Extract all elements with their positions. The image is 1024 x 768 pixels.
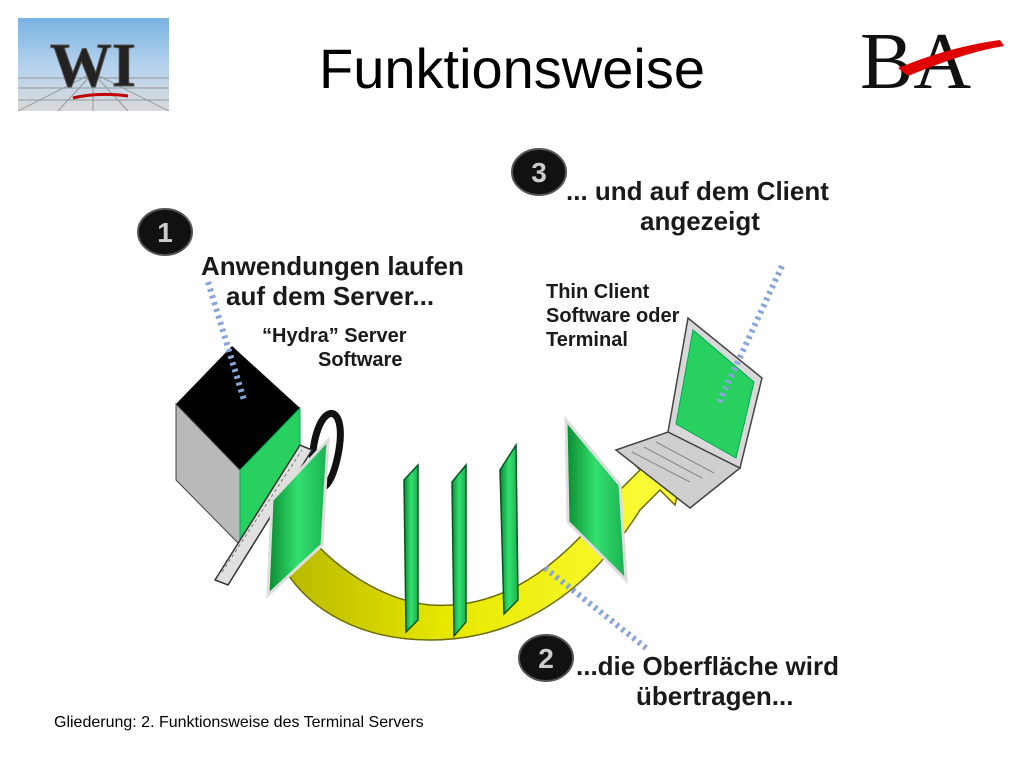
step-3-label-line2: angezeigt: [640, 206, 760, 236]
screen-panel: [451, 462, 467, 638]
step-3-badge: 3: [511, 148, 567, 196]
step-2-badge: 2: [518, 634, 574, 682]
screen-panel: [403, 463, 419, 634]
laptop-icon: [614, 316, 763, 509]
client-label-line1: Thin Client: [546, 281, 650, 303]
step-1-label-line2: auf dem Server...: [226, 281, 434, 311]
client-label-line2: Software oder: [546, 305, 680, 327]
footer-text: Gliederung: 2. Funktionsweise des Termin…: [54, 714, 424, 731]
screen-panel: [266, 435, 330, 599]
server-label-line1: “Hydra” Server: [262, 325, 407, 347]
server-label-line2: Software: [318, 349, 402, 371]
wi-logo-text: WI: [50, 32, 136, 100]
step-2-label-line1: ...die Oberfläche wird: [576, 651, 839, 681]
step-2-number: 2: [538, 643, 554, 674]
server-icon: [175, 346, 344, 586]
leader-line: [543, 565, 648, 651]
step-1-badge: 1: [137, 208, 193, 256]
step-3-label-line1: ... und auf dem Client: [566, 176, 829, 206]
screen-panel: [564, 415, 628, 584]
screen-panel: [499, 442, 519, 616]
step-3-number: 3: [531, 157, 547, 188]
step-2-label-line2: übertragen...: [636, 681, 793, 711]
leader-line: [715, 264, 785, 407]
page-title: Funktionsweise: [319, 37, 705, 100]
transfer-arrow: [284, 438, 692, 641]
ba-logo: BA: [860, 18, 1004, 96]
wi-logo: WI: [18, 18, 169, 111]
step-1-number: 1: [157, 217, 173, 248]
step-1-label-line1: Anwendungen laufen: [201, 251, 464, 281]
client-label-line3: Terminal: [546, 329, 628, 351]
